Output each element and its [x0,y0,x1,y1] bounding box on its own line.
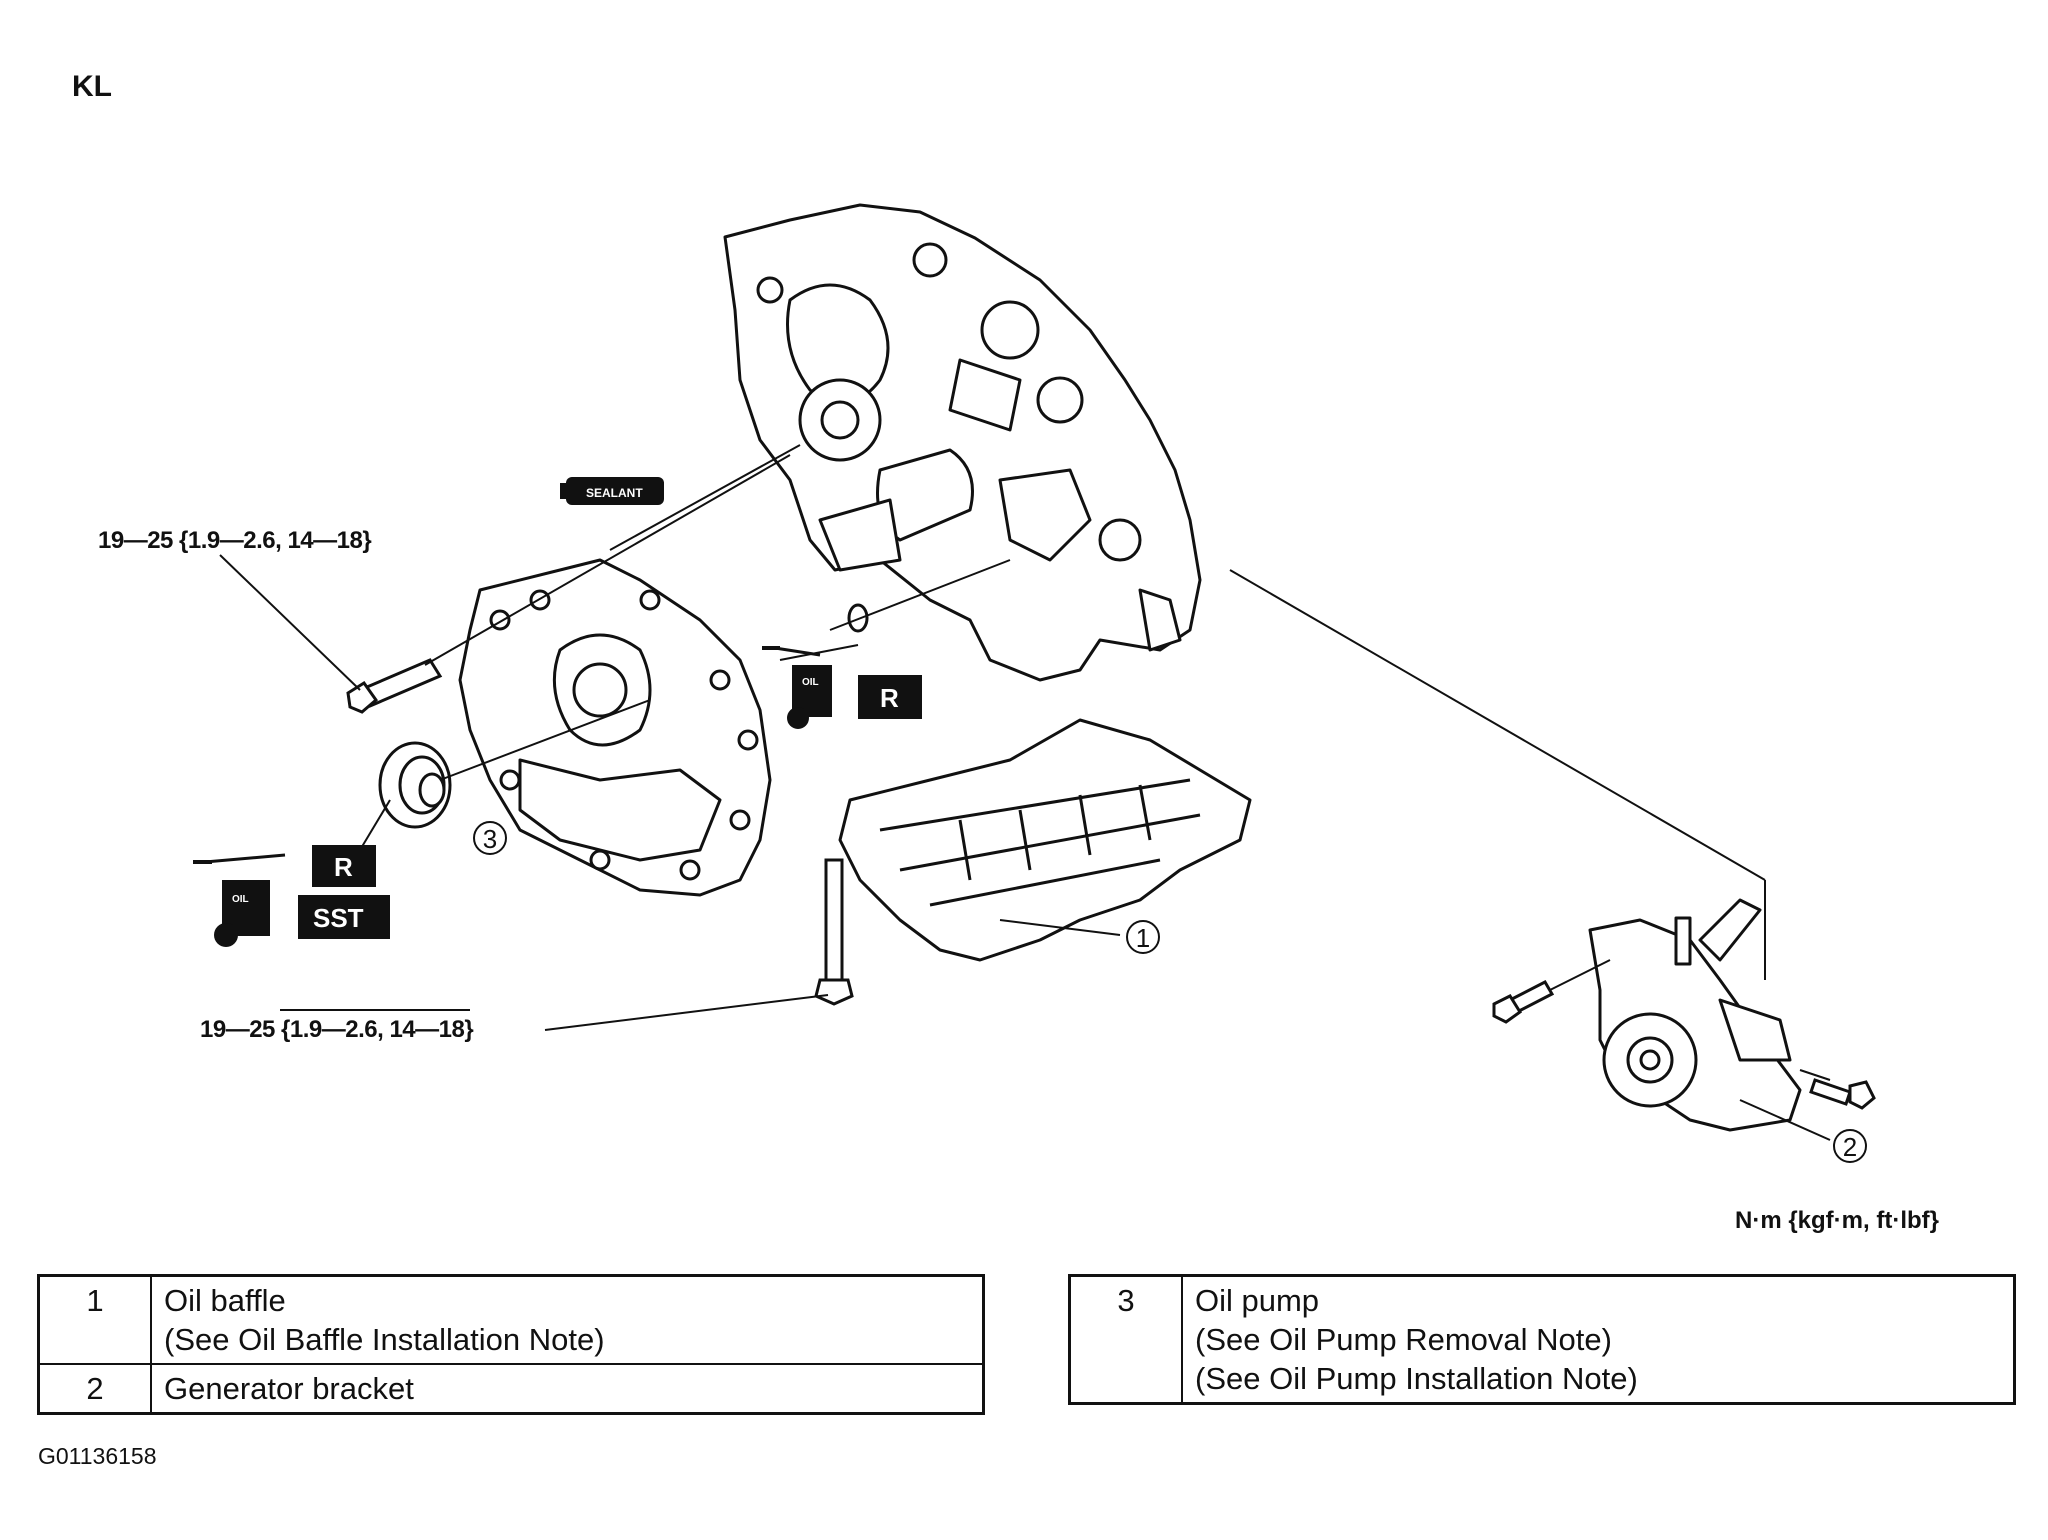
oil-can-tag-lower: OIL [193,853,286,947]
legend-description: Oil baffle (See Oil Baffle Installation … [150,1274,985,1365]
sst-tag: SST [298,895,390,939]
legend-number: 2 [37,1363,152,1415]
torque-spec-bottom: 19—25 {1.9—2.6, 14—18} [200,1016,474,1043]
legend-note: (See Oil Pump Installation Note) [1195,1361,1638,1396]
generator-bracket-bolts-drawing [1492,980,1876,1110]
legend-description: Generator bracket [150,1363,985,1415]
o-ring-drawing [847,603,869,633]
legend-row: 3 Oil pump (See Oil Pump Removal Note) (… [1068,1274,2016,1405]
oil-pump-drawing [458,558,772,897]
oil-can-tag-upper: OIL [762,646,832,729]
callout-3: 3 [473,821,507,855]
parts-legend-left: 1 Oil baffle (See Oil Baffle Installatio… [37,1274,985,1415]
sealant-tag-label: SEALANT [586,486,643,500]
sst-tag-label: SST [313,903,364,933]
callout-2: 2 [1833,1129,1867,1163]
legend-number: 1 [37,1274,152,1365]
callout-3-number: 3 [483,824,497,854]
oil-pump-bolt-drawing [346,658,443,714]
legend-row: 2 Generator bracket [37,1363,985,1415]
leader-lines [219,444,1831,1141]
parts-legend-right: 3 Oil pump (See Oil Pump Removal Note) (… [1068,1274,2016,1405]
callout-2-number: 2 [1843,1132,1857,1162]
figure-id: G01136158 [38,1443,157,1469]
legend-part-name: Oil pump [1195,1283,1320,1318]
generator-bracket-drawing [1588,898,1802,1132]
sealant-tag: SEALANT [560,477,664,505]
oil-tag-lower-label: OIL [232,894,249,905]
callout-1-number: 1 [1136,923,1150,953]
legend-part-name: Generator bracket [164,1371,414,1406]
torque-units-note: N·m {kgf·m, ft·lbf} [1735,1207,1939,1234]
legend-note: (See Oil Pump Removal Note) [1195,1322,1612,1357]
legend-row: 1 Oil baffle (See Oil Baffle Installatio… [37,1274,985,1365]
oil-tag-upper-label: OIL [802,677,819,688]
replace-tag-upper: R [858,675,922,719]
torque-spec-top: 19—25 {1.9—2.6, 14—18} [98,527,372,554]
oil-baffle-bolt-drawing [814,858,854,1006]
replace-tag-lower: R [312,845,376,887]
legend-description: Oil pump (See Oil Pump Removal Note) (Se… [1181,1274,2016,1405]
callout-1: 1 [1126,920,1160,954]
oil-baffle-drawing [838,718,1252,962]
engine-block-drawing [723,203,1202,682]
replace-tag-lower-label: R [334,852,353,882]
replace-tag-upper-label: R [880,683,899,713]
oil-seal-drawing [378,741,452,829]
engine-code-label: KL [72,70,112,103]
legend-part-name: Oil baffle [164,1283,286,1318]
legend-number: 3 [1068,1274,1183,1405]
legend-note: (See Oil Baffle Installation Note) [164,1322,605,1357]
